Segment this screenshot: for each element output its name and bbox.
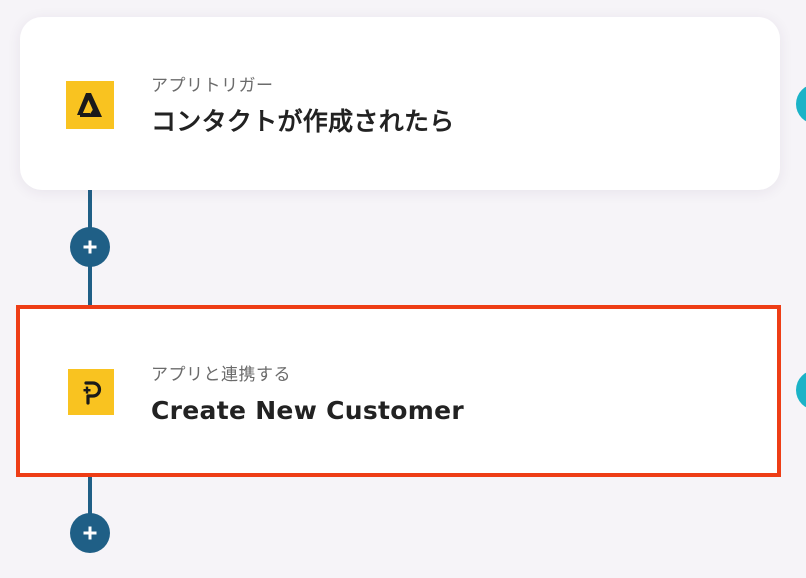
plus-icon — [83, 240, 97, 254]
add-step-button[interactable] — [70, 513, 110, 553]
trigger-step-card[interactable]: アプリトリガー コンタクトが作成されたら — [20, 17, 780, 190]
step-type-label: アプリトリガー — [151, 76, 274, 96]
step-type-label: アプリと連携する — [151, 365, 291, 385]
action-step-card[interactable]: アプリと連携する Create New Customer — [16, 305, 781, 477]
flow-connector-line — [88, 477, 92, 537]
step-title: コンタクトが作成されたら — [151, 107, 455, 136]
trigger-app-logo-icon — [66, 81, 114, 129]
add-step-button[interactable] — [70, 227, 110, 267]
p-app-logo-icon — [68, 369, 114, 415]
plus-icon — [83, 526, 97, 540]
step-title: Create New Customer — [151, 396, 464, 425]
step-status-indicator[interactable] — [796, 370, 806, 410]
step-status-indicator[interactable] — [796, 84, 806, 124]
